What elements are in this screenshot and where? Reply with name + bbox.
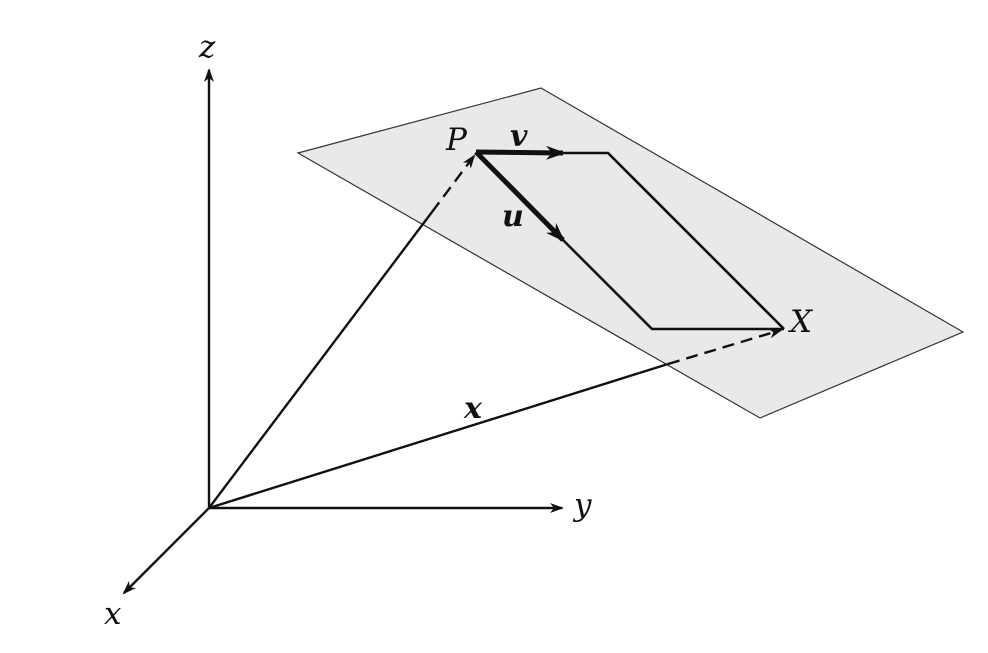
position-vector-x-dashed xyxy=(667,328,783,366)
vector-u-arrow xyxy=(474,150,566,243)
vector-v-label: v xyxy=(510,119,528,154)
plane xyxy=(296,87,965,419)
vector-v-arrow xyxy=(475,145,566,160)
position-vector-x-solid xyxy=(208,362,669,510)
x-axis xyxy=(122,507,210,595)
vector-x-label: x xyxy=(463,391,483,426)
position-vector-p-solid xyxy=(208,211,433,509)
parallelogram-edge-bottom-left xyxy=(562,239,784,331)
point-x-label: X xyxy=(788,304,814,340)
point-p-label: P xyxy=(445,122,468,158)
vector-u-label: u xyxy=(502,199,524,234)
x-axis-label: x xyxy=(104,596,122,632)
y-axis-label: y xyxy=(572,487,592,523)
position-vector-p-dashed xyxy=(431,154,476,213)
parallelogram-edge-top-right xyxy=(563,151,785,330)
z-axis-label: z xyxy=(198,29,216,65)
